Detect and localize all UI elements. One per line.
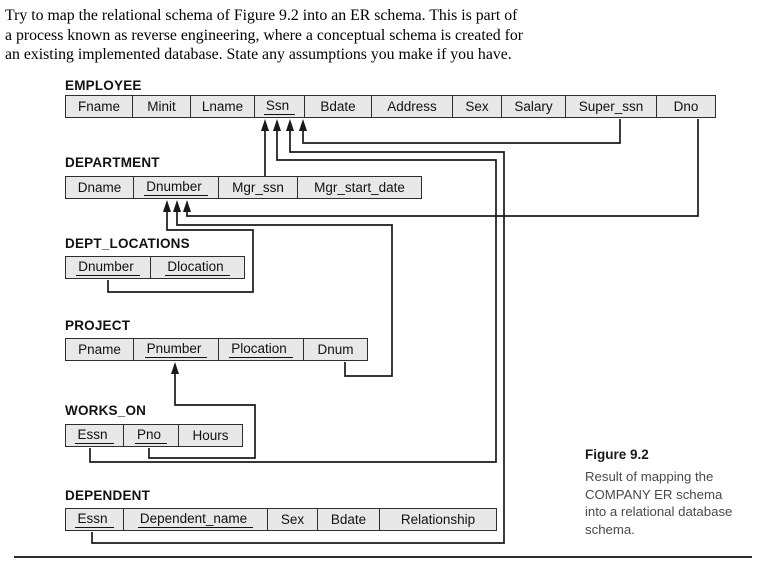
table-dept-locations: Dnumber Dlocation [65,256,245,279]
table-title-department: DEPARTMENT [65,155,160,170]
exercise-text: Try to map the relational schema of Figu… [5,6,750,65]
employee-col-minit: Minit [132,96,190,117]
arrowhead-icon [261,119,269,131]
connector-super-ssn-to-ssn [302,119,621,144]
department-col-mgr-start-date: Mgr_start_date [297,177,421,198]
dependent-col-relationship: Relationship [379,509,496,530]
employee-col-ssn: Ssn [254,96,304,117]
dependent-col-dependent-name: Dependent_name [123,509,267,530]
page-divider-rule [14,556,752,558]
exercise-text-line: a process known as reverse engineering, … [5,26,523,44]
figure-caption-line: schema. [585,521,635,537]
figure-caption-line: Result of mapping the [585,469,714,484]
connector-dept-locations-to-dnumber [107,211,254,293]
employee-col-fname: Fname [77,99,121,114]
table-title-dependent: DEPENDENT [65,488,151,503]
employee-col-super-ssn: Super_ssn [565,96,656,117]
dependent-col-essn: Essn [66,509,123,530]
figure-caption-line: COMPANY ER schema [585,486,723,502]
figure-caption-title: Figure 9.2 [585,447,649,462]
dept-locations-col-dlocation: Dlocation [150,257,244,278]
works-on-col-essn: Essn [66,425,123,446]
arrowhead-icon [273,119,281,131]
arrowhead-icon [163,200,171,212]
table-title-works-on: WORKS_ON [65,403,147,418]
table-title-dept-locations: DEPT_LOCATIONS [65,236,190,251]
project-col-plocation: Plocation [218,339,303,360]
arrowhead-icon [171,362,179,374]
employee-col-address: Address [371,96,452,117]
table-department: Dname Dnumber Mgr_ssn Mgr_start_date [65,176,422,199]
employee-col-salary: Salary [501,96,565,117]
project-col-dnum: Dnum [303,339,367,360]
exercise-text-line: an existing implemented database. State … [5,46,512,63]
employee-col-lname: Lname [190,96,254,117]
project-col-pnumber: Pnumber [133,339,218,360]
project-col-pname: Pname [78,342,121,357]
department-col-dname: Dname [77,180,122,195]
table-employee: Fname Minit Lname Ssn Bdate Address Sex … [65,95,716,118]
table-dependent: Essn Dependent_name Sex Bdate Relationsh… [65,508,497,531]
table-works-on: Essn Pno Hours [65,424,243,447]
works-on-col-hours: Hours [178,425,242,446]
dependent-col-sex: Sex [267,509,317,530]
figure-caption: Figure 9.2 Result of mapping the COMPANY… [585,447,757,538]
employee-col-dno: Dno [656,96,715,117]
arrowhead-icon [286,119,294,131]
works-on-col-pno: Pno [123,425,178,446]
table-project: Pname Pnumber Plocation Dnum [65,338,368,361]
arrowhead-icon [173,200,181,212]
connector-dno-to-dnumber [186,119,699,217]
dept-locations-col-dnumber: Dnumber [66,257,150,278]
figure-caption-line: into a relational database [585,504,733,519]
department-col-mgr-ssn: Mgr_ssn [218,177,297,198]
department-col-dnumber: Dnumber [133,177,218,198]
employee-col-bdate: Bdate [304,96,371,117]
arrowhead-icon [299,119,307,131]
table-title-employee: EMPLOYEE [65,78,142,93]
dependent-col-bdate: Bdate [317,509,379,530]
table-title-project: PROJECT [65,318,131,333]
employee-col-sex: Sex [452,96,501,117]
arrowhead-icon [183,200,191,212]
exercise-text-line: Try to map the relational schema of Figu… [5,7,518,24]
